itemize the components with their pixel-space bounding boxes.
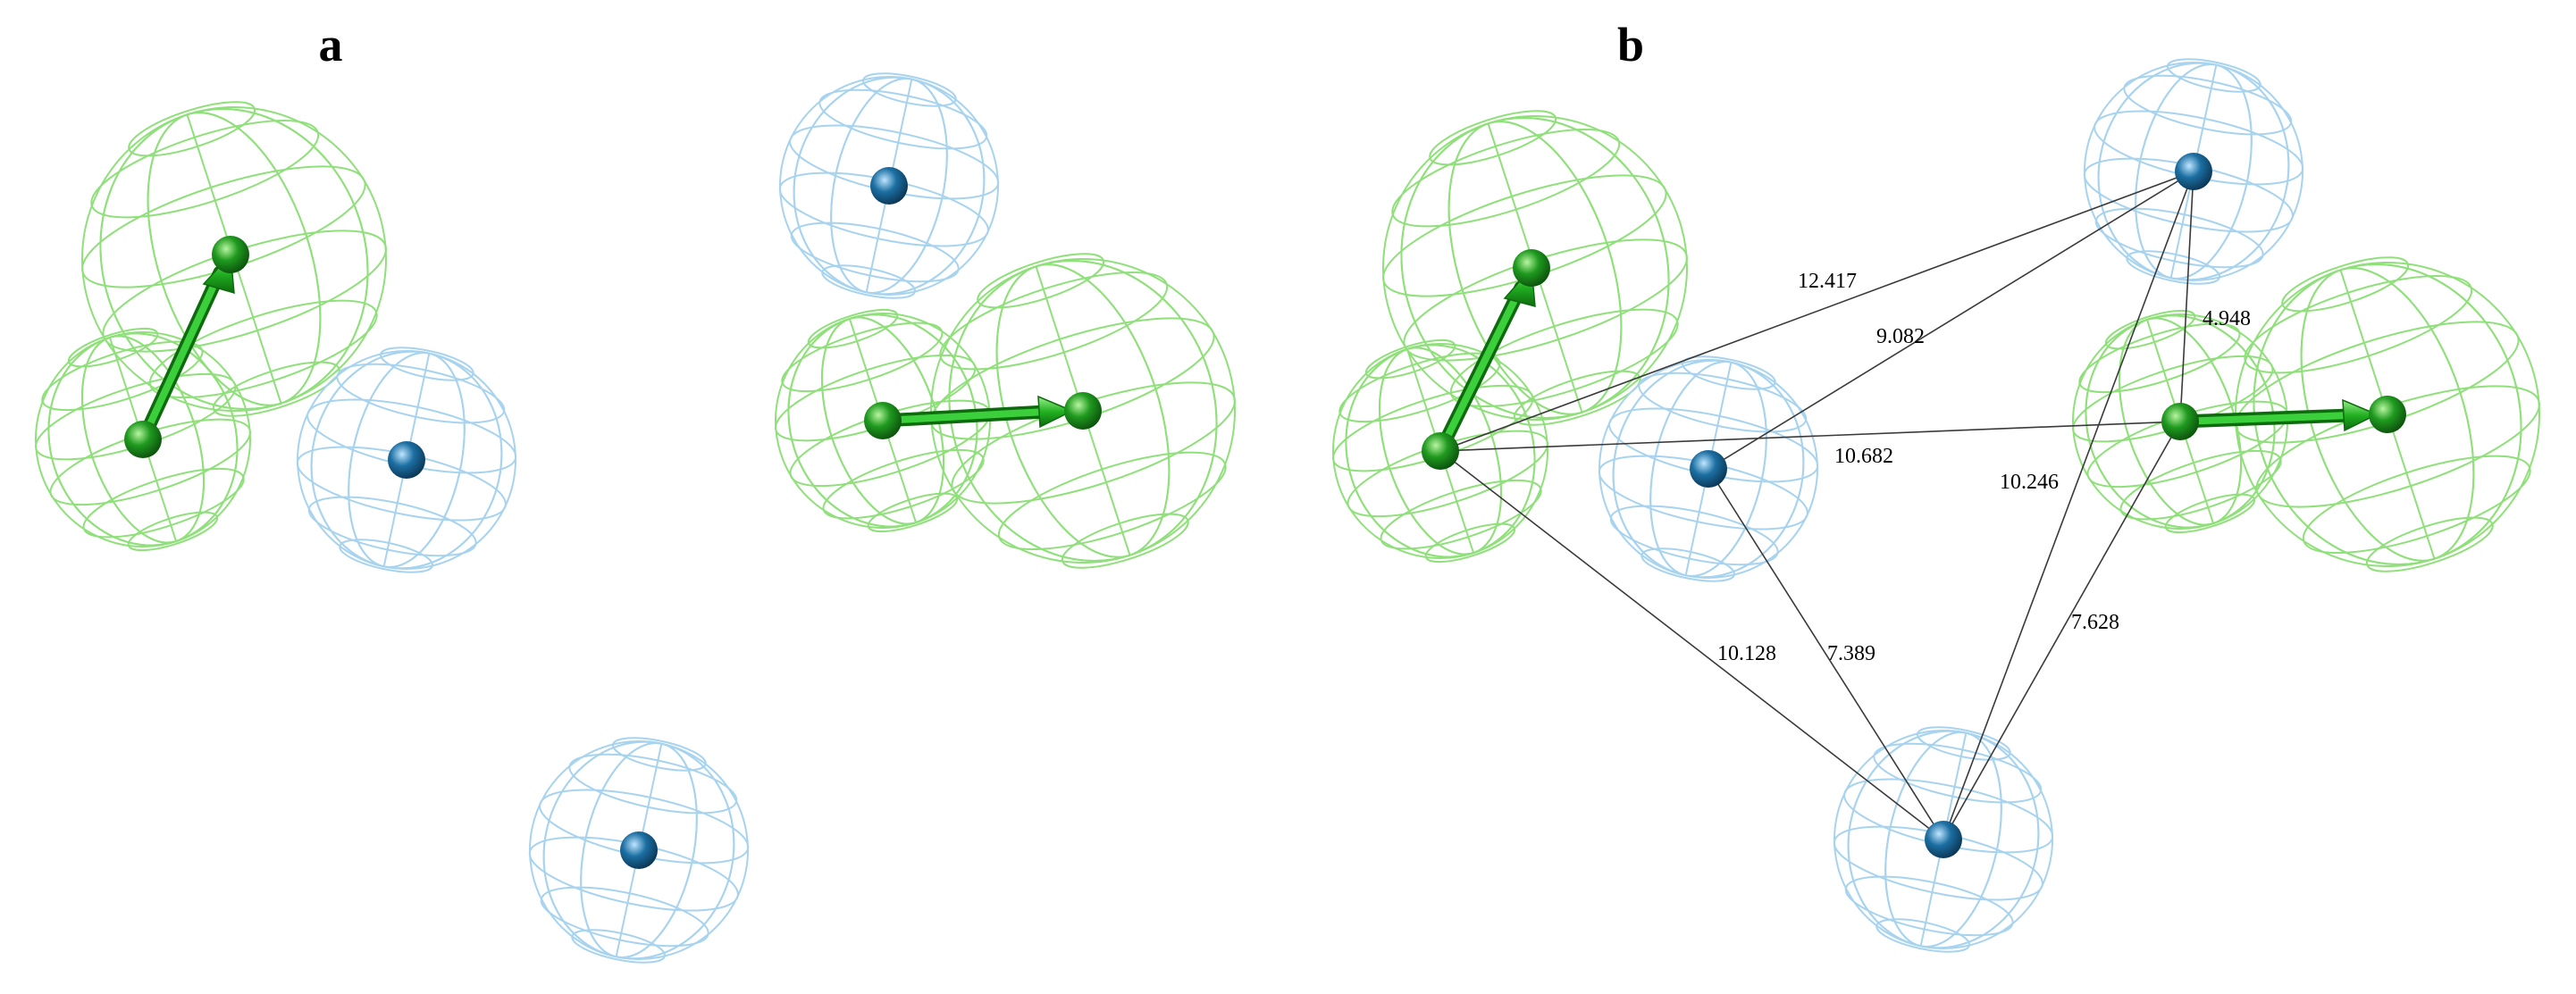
distance-line-d1	[1439, 171, 2194, 452]
distance-lines	[1439, 171, 2194, 840]
distance-label-d7: 7.389	[1827, 642, 1875, 665]
acceptor-mesh-b2	[2083, 58, 2304, 285]
hydrophobic-mesh-a4	[930, 253, 1236, 569]
acceptor-mesh-a3	[528, 737, 750, 964]
hydrophobic-core-a3	[864, 402, 902, 439]
distance-label-d2: 9.082	[1876, 325, 1925, 348]
feature-cores	[124, 153, 2406, 869]
hydrophobic-mesh-b3	[2072, 309, 2288, 534]
hydrophobic-core-a4	[1064, 392, 1102, 430]
acceptor-core-b3	[1925, 821, 1962, 858]
acceptor-mesh-b1	[1598, 355, 1819, 582]
acceptor-core-a3	[620, 831, 658, 869]
panel-label-b: b	[1617, 18, 1644, 71]
distance-line-d5	[1942, 171, 2194, 840]
acceptor-mesh-a1	[296, 347, 517, 573]
distance-label-d3: 4.948	[2203, 307, 2251, 330]
vector-arrow-b2	[2173, 398, 2379, 432]
hydrophobic-core-a1	[124, 421, 162, 458]
distance-line-d8	[1942, 421, 2181, 840]
mesh-spheres	[35, 58, 2540, 964]
panel-label-a: a	[319, 18, 343, 71]
distance-label-d5: 10.246	[2000, 471, 2059, 494]
vector-arrow-a2	[876, 395, 1074, 429]
vector-arrow-b1	[1433, 266, 1536, 458]
acceptor-core-a1	[388, 441, 425, 479]
acceptor-mesh-a2	[778, 72, 1000, 299]
distance-line-d7	[1708, 468, 1944, 840]
distance-line-d6	[1439, 450, 1944, 840]
distance-line-d4	[1439, 421, 2181, 452]
hydrophobic-core-b2	[1513, 249, 1550, 287]
distance-labels: 12.417 9.082 4.948 10.682 10.246 10.128 …	[1717, 270, 2251, 665]
distance-label-d4: 10.682	[1834, 445, 1893, 468]
acceptor-core-a2	[870, 167, 908, 205]
hydrophobic-mesh-a2	[35, 327, 251, 552]
hydrophobic-core-b3	[2161, 403, 2199, 440]
distance-line-d3	[2179, 171, 2194, 422]
acceptor-core-b1	[1690, 450, 1727, 488]
distance-label-d1: 12.417	[1798, 270, 1857, 293]
distance-label-d6: 10.128	[1717, 642, 1776, 665]
hydrophobic-core-b1	[1422, 432, 1459, 470]
vector-arrows	[136, 253, 2379, 458]
hydrophobic-core-a2	[212, 236, 249, 273]
distance-line-d2	[1708, 171, 2194, 470]
acceptor-core-b2	[2175, 153, 2212, 190]
distance-label-d8: 7.628	[2071, 611, 2119, 634]
hydrophobic-core-b4	[2369, 396, 2406, 433]
